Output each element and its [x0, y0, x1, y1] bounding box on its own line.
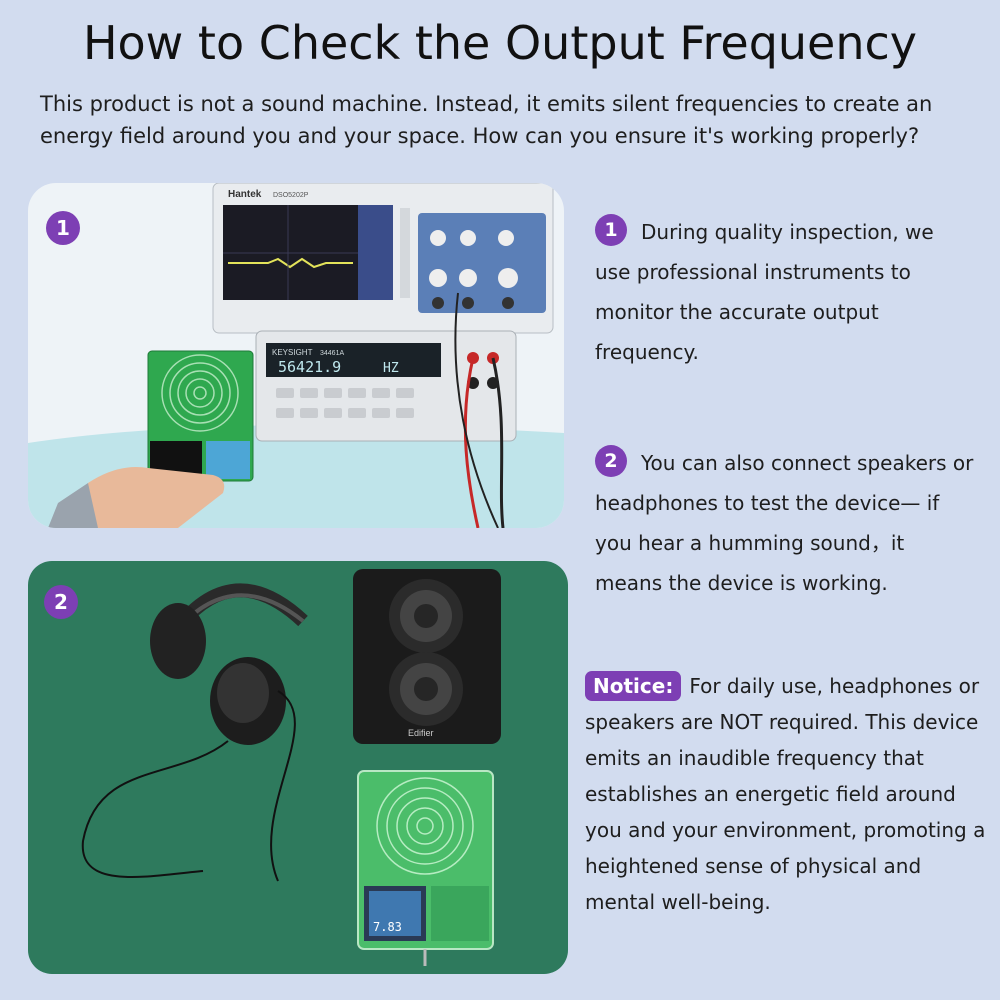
panel-2-badge: 2 [44, 585, 78, 619]
multimeter-reading: 56421.9 [278, 358, 341, 376]
page-title: How to Check the Output Frequency [82, 16, 918, 70]
oscilloscope: Hantek DSO5202P [212, 183, 554, 334]
step-1-badge: 1 [595, 213, 627, 246]
frequency-device: 7.83 [357, 770, 494, 966]
inspection-photo-panel: Hantek DSO5202P KEYSIGHT 34461A 56421.9 … [28, 183, 564, 528]
inspection-photo: Hantek DSO5202P KEYSIGHT 34461A 56421.9 … [28, 183, 564, 528]
device-display-reading: 7.83 [373, 920, 402, 934]
intro-text: This product is not a sound machine. Ins… [40, 92, 933, 148]
frequency-device [147, 350, 254, 482]
multimeter-model: 34461A [320, 350, 344, 357]
notice-text: For daily use, headphones or speakers ar… [585, 674, 986, 914]
speaker-brand: Edifier [408, 728, 434, 738]
multimeter: KEYSIGHT 34461A 56421.9 HZ [255, 330, 517, 442]
notice-label: Notice: [585, 671, 682, 701]
step-2-badge: 2 [595, 444, 627, 477]
audio-test-photo-panel: Edifier 7.83 2 [28, 561, 568, 974]
oscilloscope-model: DSO5202P [273, 192, 309, 199]
notice: Notice:For daily use, headphones or spea… [585, 668, 995, 920]
step-2-text: You can also connect speakers or headpho… [595, 451, 974, 595]
multimeter-unit: HZ [383, 361, 399, 376]
step-1-text: During quality inspection, we use profes… [595, 220, 934, 364]
speaker: Edifier [353, 569, 501, 744]
oscilloscope-brand: Hantek [228, 189, 262, 200]
multimeter-brand: KEYSIGHT [272, 348, 313, 357]
audio-test-photo: Edifier 7.83 [81, 569, 501, 966]
headphones [81, 583, 308, 882]
panel-1-badge: 1 [46, 211, 80, 245]
